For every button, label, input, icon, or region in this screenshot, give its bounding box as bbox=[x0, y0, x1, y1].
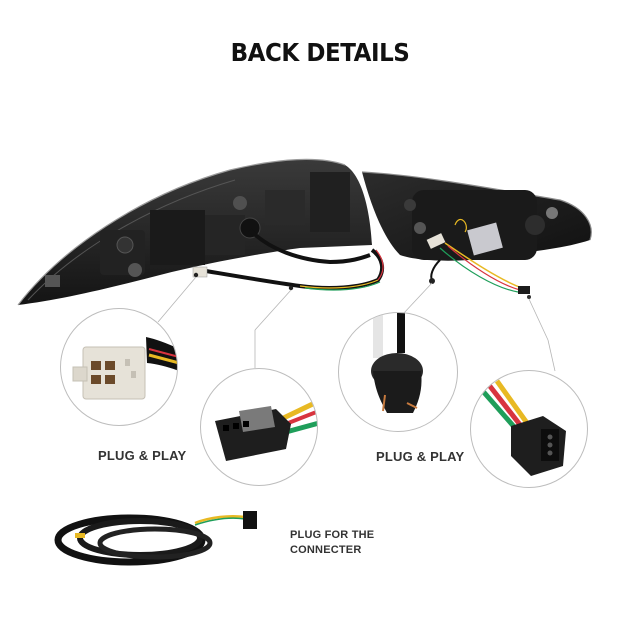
right-tail-light bbox=[361, 171, 592, 299]
harness-caption: PLUG FOR THE CONNECTER bbox=[290, 528, 374, 558]
harness-caption-line1: PLUG FOR THE bbox=[290, 529, 375, 541]
callout-black-3pin-female bbox=[200, 368, 318, 486]
harness-caption-line2: CONNECTER bbox=[290, 544, 362, 556]
white-connector-icon bbox=[72, 337, 177, 400]
callout-black-3pin-male bbox=[470, 370, 588, 488]
callout-white-4pin-connector bbox=[60, 308, 178, 426]
wire-harness-illustration bbox=[54, 511, 257, 566]
bulb-socket-icon bbox=[371, 313, 423, 413]
left-plug-play-caption: PLUG & PLAY bbox=[98, 448, 187, 463]
black-3pin-connector-icon bbox=[215, 399, 317, 461]
page-title: BACK DETAILS bbox=[230, 38, 410, 67]
right-plug-play-caption: PLUG & PLAY bbox=[376, 449, 465, 464]
black-male-connector-icon bbox=[479, 379, 566, 476]
callout-bulb-socket bbox=[338, 312, 458, 432]
left-tail-light bbox=[17, 158, 385, 306]
leader-lines bbox=[157, 276, 556, 372]
